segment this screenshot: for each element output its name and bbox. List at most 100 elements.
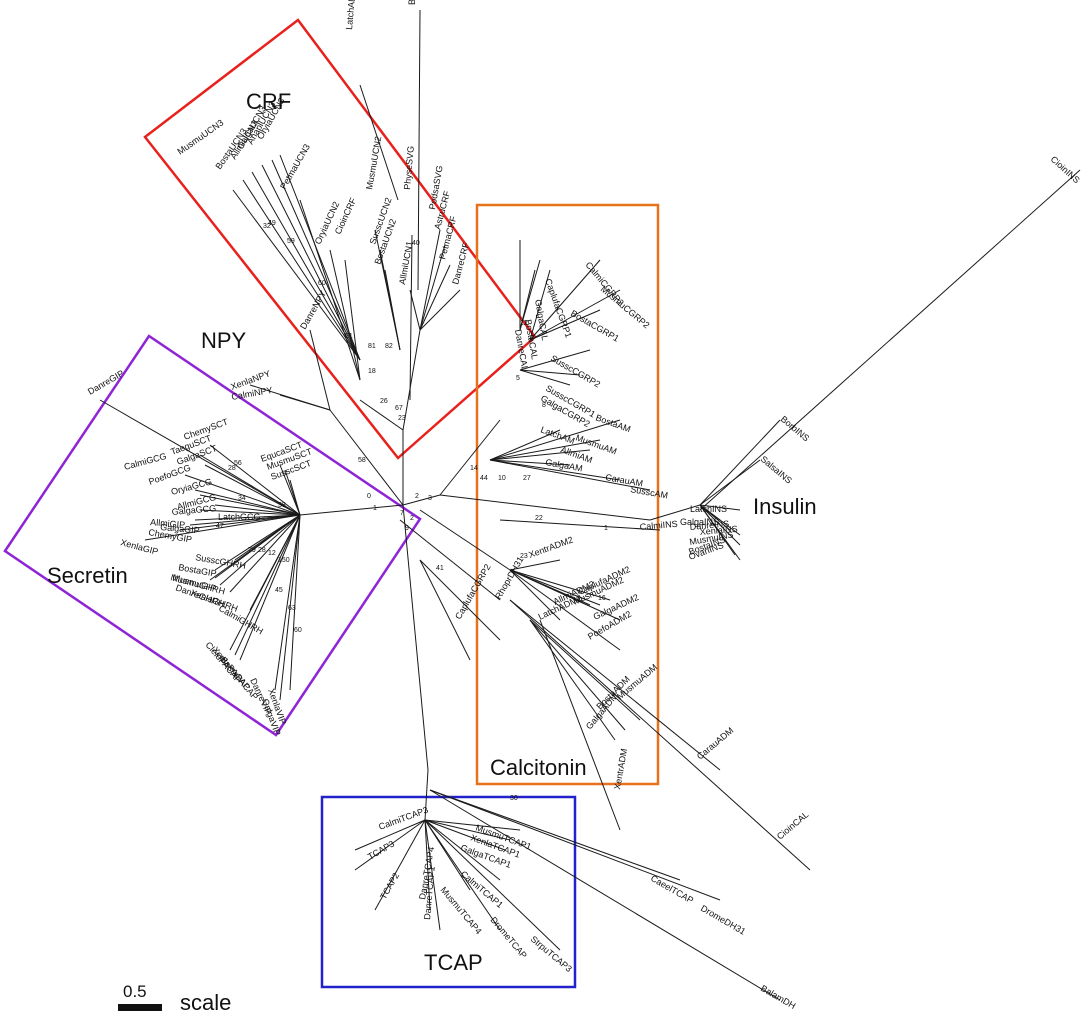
leaf-label-petmaucn3: PetmaUCN3 (278, 142, 312, 191)
leaf-branch-latchins (699, 504, 741, 511)
leaf-label-musmucgrp2: MusmuCGRP2 (599, 284, 652, 331)
leaf-label-danreins: DanreINS (689, 519, 729, 532)
leaf-branch-galgacal (519, 259, 541, 331)
leaf-branch-xenlagip (144, 514, 301, 541)
branch-cgrp-stem (399, 519, 501, 601)
leaf-branch-latchadm2 (509, 569, 561, 621)
leaf-branch-galgaadm (529, 619, 616, 741)
support-value: 67 (395, 405, 403, 412)
leaf-branch-oryiaucn3 (279, 154, 361, 361)
support-value: 22 (535, 515, 543, 522)
support-value: 34 (238, 495, 246, 502)
group-label-secretin: Secretin (47, 563, 128, 588)
group-label-insulin: Insulin (753, 494, 817, 519)
support-value: 2 (415, 493, 419, 500)
leaf-branch-anaplucn3 (271, 159, 361, 361)
leaf-branch-calmitcap3 (354, 819, 426, 851)
leaf-branch-calmicgrp2 (529, 259, 601, 341)
leaf-branch-susscgrp1 (519, 369, 581, 376)
leaf-branch-bostagip (214, 514, 301, 571)
support-value: 23 (520, 553, 528, 560)
leaf-label-calmitcap3: CalmiTCAP3 (377, 805, 429, 832)
leaf-label-caplufacgrp2: CaplufaCGRP2 (453, 562, 493, 621)
leaf-label-caeeltcap: CaeelTCAP (649, 873, 695, 905)
support-value: 16 (598, 595, 606, 602)
branch-npy-stem (329, 409, 404, 506)
leaf-branch-tcap3 (354, 819, 426, 871)
leaf-branch-danretcap1 (424, 819, 441, 931)
leaf-branch-galgacgrp2 (519, 369, 571, 386)
support-value: 1 (373, 505, 377, 512)
support-value: 10 (498, 475, 506, 482)
leaf-branch-musmuadm2 (509, 569, 601, 606)
leaf-branch-rhoprdh31 (419, 559, 501, 641)
support-value: 47 (216, 523, 224, 530)
leaf-label-musmuucn3: MusmuUCN3 (175, 117, 225, 156)
leaf-label-dronetcap: DromeTCAP (488, 915, 528, 961)
support-value: 63 (288, 605, 296, 612)
support-value: 59 (287, 238, 295, 245)
support-value: 12 (520, 320, 528, 327)
leaf-branch-caeeltcap (429, 789, 681, 881)
support-value: 0 (367, 493, 371, 500)
leaf-branch-xenlatcap1 (424, 819, 511, 841)
tree-branches (99, 9, 1081, 1001)
leaf-label-galgagcg: GalgaGCG (171, 503, 216, 517)
secretin-group-box (3, 334, 422, 737)
support-value: 82 (385, 343, 393, 350)
support-value: 51 (345, 333, 353, 340)
leaf-label-susscam: SusscAM (630, 484, 669, 500)
leaf-branch-galgaucn3 (261, 164, 361, 361)
leaf-branch-petmaucn3 (299, 199, 361, 381)
support-value: 49 (268, 220, 276, 227)
group-label-npy: NPY (201, 328, 247, 353)
leaf-branch-equcasct (279, 464, 301, 516)
support-value: 79 (248, 547, 256, 554)
leaf-label-danrenpy: DanreNPY (298, 289, 328, 331)
leaf-label-allmigip: AllmiGIP (150, 517, 186, 530)
leaf-label-bostaam: BostaAM (594, 412, 632, 434)
support-value: 56 (234, 460, 242, 467)
leaf-label-musmuucn2: MusmuUCN2 (364, 135, 383, 190)
leaf-branch-musmuucn3 (232, 189, 361, 361)
support-value: 28 (228, 465, 236, 472)
leaf-branch-caplufaadm2 (509, 569, 611, 601)
leaf-branch-bostapacap (239, 514, 301, 661)
leaf-label-calmighrh: CalmiGHRH (217, 603, 265, 636)
leaf-branch-carauam (489, 459, 621, 481)
leaf-branch-borbins (699, 419, 781, 506)
support-value: 28 (258, 547, 266, 554)
leaf-label-cioincrf: CioinCRF (333, 196, 359, 236)
leaf-branch-galgagcg (199, 509, 301, 516)
support-value: 40 (412, 240, 420, 247)
leaf-branch-galgavip (279, 514, 301, 701)
support-value: 18 (368, 368, 376, 375)
leaf-label-strputcap3: StrpuTCAP3 (529, 934, 574, 974)
leaf-branch-susscam (489, 459, 651, 491)
branch-crf-stem2 (359, 399, 404, 431)
leaf-branch-musmughrh (214, 514, 301, 579)
leaf-branch-chemygip (179, 514, 301, 531)
support-value: 14 (470, 465, 478, 472)
support-value: 27 (523, 475, 531, 482)
leaf-label-galgains: GalgaINS (680, 517, 719, 527)
leaf-branch-poefogcg (194, 489, 301, 516)
leaf-branch-danrenpy (309, 329, 331, 411)
leaf-branch-allmiucn3 (251, 171, 361, 361)
leaf-branch-xenlapacap (234, 514, 301, 656)
leaf-branch-musmutcap1 (424, 819, 521, 831)
support-value: 58 (358, 457, 366, 464)
support-value: 45 (275, 587, 283, 594)
leaf-branch-calmigcg (184, 474, 301, 516)
leaf-branch-physesvg (409, 234, 413, 401)
leaf-branch-bostaam (489, 419, 621, 461)
support-value: 12 (268, 550, 276, 557)
leaf-branch-xentradm2 (509, 559, 561, 571)
leaf-branch-allmigcg (214, 504, 301, 516)
branch-tcap-stem2 (424, 769, 429, 821)
leaf-branch-musmuam (489, 439, 601, 461)
leaf-label-musmutcap4: MusmuTCAP4 (438, 885, 483, 936)
leaf-branch-musmuins (699, 504, 741, 546)
leaf-branch-dancrf (419, 289, 461, 331)
support-value: 8 (542, 402, 546, 409)
